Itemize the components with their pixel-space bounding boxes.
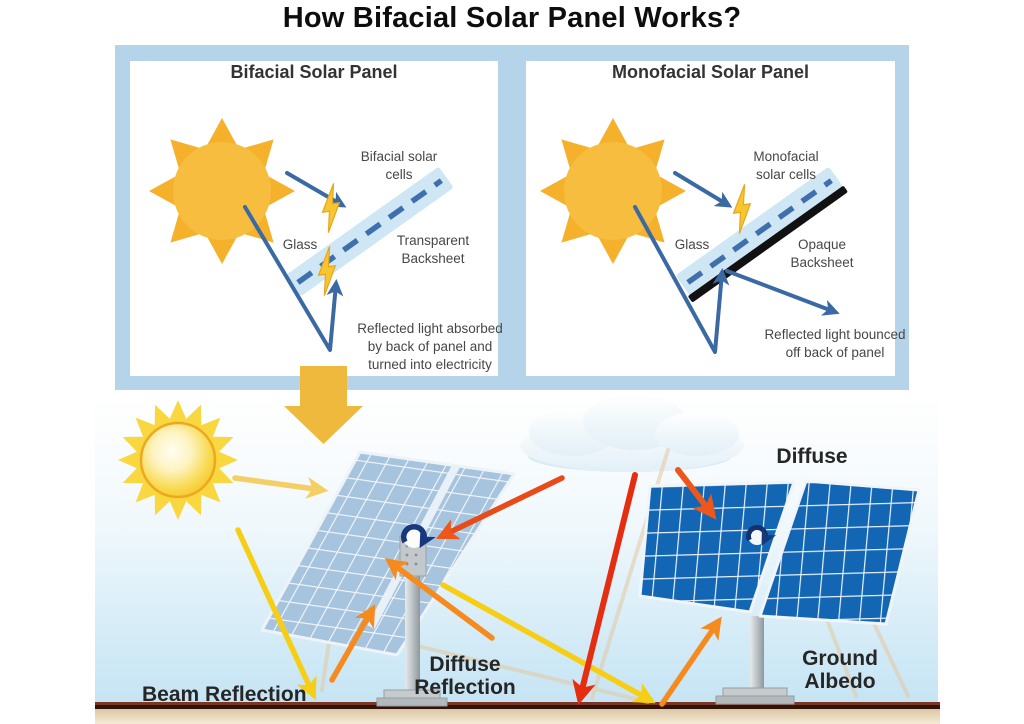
ground-strip [95,709,940,724]
beam-reflection-arrow [329,604,376,683]
bounced-off-arrow [725,269,840,316]
down-arrow-icon [284,366,363,444]
monofacial-note: Reflected light bounced off back of pane… [764,327,906,360]
diffuse-reflection-label: Diffuse Reflection [414,653,516,699]
sun-icon [118,400,238,520]
tracker-pole [405,576,420,694]
cloud-icon [520,394,744,472]
bifacial-title: Bifacial Solar Panel [230,62,398,82]
monofacial-title: Monofacial Solar Panel [611,62,810,82]
bifacial-field-scene [95,394,940,724]
tracker-pole [750,616,764,696]
bifacial-glass-label: Glass [282,237,318,252]
monofacial-glass-label: Glass [674,237,710,252]
cloud-to-ground-arrow [572,472,638,705]
transparent-backsheet-label: Transparent Backsheet [396,233,470,266]
ground-albedo-arrow [659,616,722,707]
reflected-light-arrow [243,205,344,352]
ground-shadow-line [95,705,940,709]
beam-to-ground-ray [235,527,317,701]
ground-bounce-arrow [633,205,730,354]
pole-base-plate [376,697,448,707]
sun-to-panel-ray [232,475,329,499]
pole-base-plate [715,695,795,705]
comparison-diagram [130,61,895,376]
dark-array-left [638,480,796,614]
diffuse-label: Diffuse [776,445,848,468]
comparison-figure [115,45,909,390]
cloud-to-right-panel-arrow [675,467,717,520]
cloud-to-left-panel-arrow [436,475,565,540]
ground-line [95,702,940,705]
bifacial-diagram [149,118,453,352]
ground-albedo-label: Ground Albedo [802,647,878,693]
tracker-rotation-icon [400,524,436,549]
monofacial-style-tracker [638,479,921,705]
opaque-backsheet-label: Opaque Backsheet [790,237,854,270]
bifacial-note: Reflected light absorbed by back of pane… [357,321,503,372]
bifacial-cells-label: Bifacial solar cells [360,149,438,182]
diffuse-reflection-arrow [384,558,495,641]
page-title: How Bifacial Solar Panel Works? [282,2,742,34]
bifacial-array [260,450,516,657]
monofacial-diagram [540,118,848,354]
panel-to-ground-ray [440,582,656,704]
beam-reflection-label: Beam Reflection [142,683,307,706]
light-arrows [232,467,722,707]
monofacial-cells-label: Monofacial solar cells [753,149,819,182]
sunlight-arrow [673,171,733,208]
tracker-rotation-icon [746,525,777,546]
dark-array-right [758,479,921,626]
